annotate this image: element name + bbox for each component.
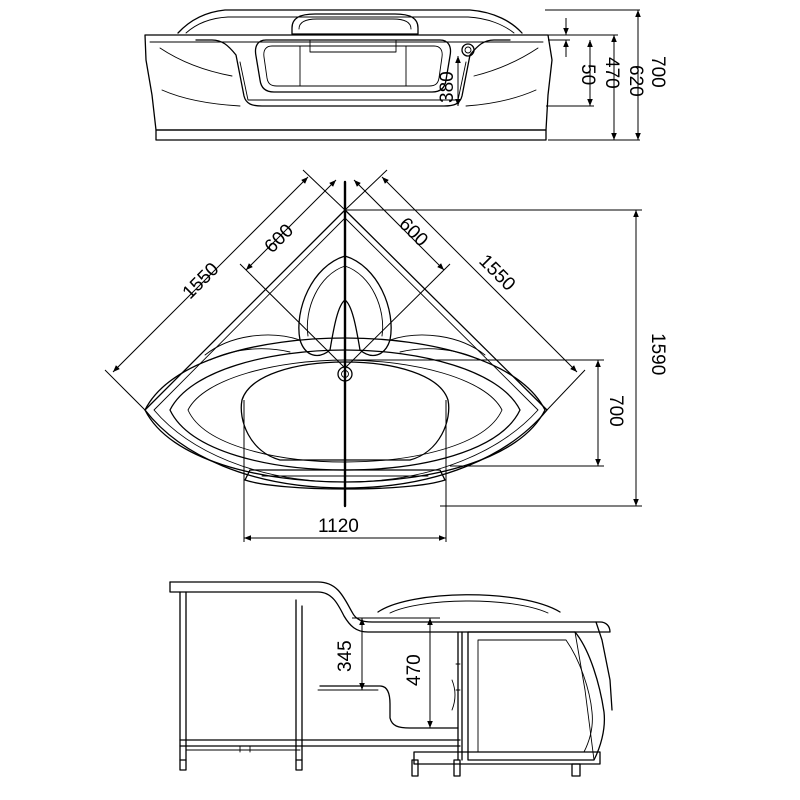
dim-label-600-left: 600 (261, 220, 298, 257)
dim-label-700-plan: 700 (605, 395, 626, 427)
dim-label-470-side: 470 (404, 654, 425, 686)
dim-label-1550-left: 1550 (179, 259, 224, 304)
dim-label-1590: 1590 (647, 333, 668, 375)
dim-label-1550-right: 1550 (474, 251, 519, 296)
dim-label-380: 380 (437, 71, 458, 103)
front-elevation-view (144, 9, 553, 141)
front-elevation-dimensions: 50 470 620 700 380 (437, 9, 668, 141)
dim-label-1120: 1120 (318, 516, 359, 537)
dim-label-600-right: 600 (394, 214, 431, 251)
dim-label-700: 700 (647, 56, 668, 88)
side-section-dimensions: 345 470 (335, 617, 440, 728)
plan-view (144, 180, 548, 508)
dim-label-345: 345 (335, 640, 356, 672)
dim-label-620: 620 (625, 65, 646, 97)
dim-label-50: 50 (577, 64, 598, 85)
dim-label-470: 470 (601, 57, 622, 89)
side-section-view (169, 581, 613, 777)
